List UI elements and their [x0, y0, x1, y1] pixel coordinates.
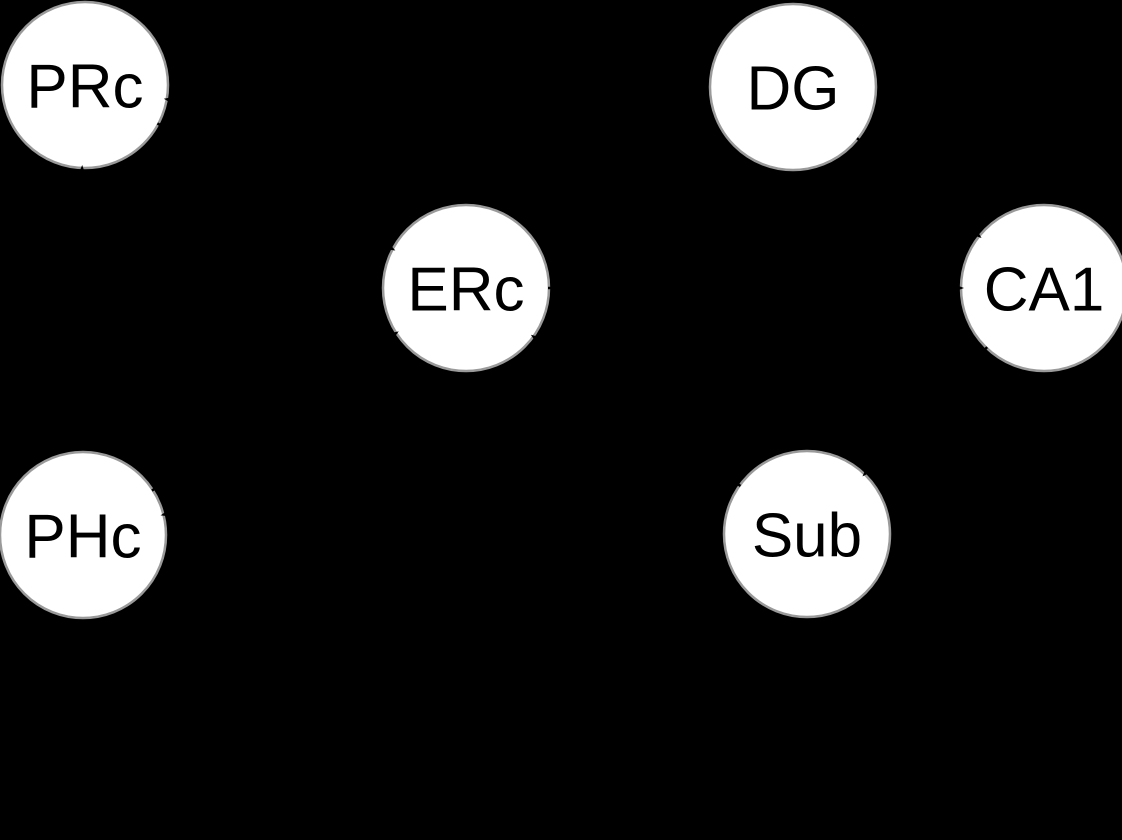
- edge-Sub-ERc: [530, 334, 742, 488]
- edge-ERc-PRc: [163, 96, 384, 267]
- edge-line-PHc-ERc: [151, 336, 390, 492]
- edge-arrowhead-CA1-Sub: [862, 464, 875, 477]
- node-Sub: Sub: [722, 449, 892, 619]
- node-ERc: ERc: [381, 203, 551, 373]
- node-label-ERc: ERc: [407, 255, 524, 324]
- node-circle-PRc: [0, 0, 170, 170]
- edge-line-CA1-Sub: [869, 346, 989, 469]
- edge-arrowhead-DG-CA1: [969, 226, 982, 238]
- node-PHc: PHc: [0, 450, 168, 620]
- edge-line-ERc-PHc: [171, 309, 384, 514]
- edge-ERc-CA1: [548, 283, 964, 293]
- edge-CA1-Sub: [862, 346, 989, 477]
- edge-line-ERc-DG: [538, 137, 710, 245]
- node-label-CA1: CA1: [984, 255, 1105, 324]
- node-label-PRc: PRc: [26, 52, 143, 121]
- edge-PHc-PRc: [77, 164, 87, 450]
- node-label-Sub: Sub: [752, 501, 862, 570]
- node-circle-DG: [708, 2, 878, 172]
- edge-arrowhead-Sub-ERc: [530, 334, 544, 346]
- node-circle-Sub: [722, 449, 892, 619]
- edge-DG-CA1: [856, 137, 982, 238]
- edge-PHc-ERc: [151, 331, 399, 492]
- node-PRc: PRc: [0, 0, 170, 170]
- edge-arrowhead-PRc-ERc: [382, 240, 396, 251]
- edge-line-PHc-PRc: [80, 176, 85, 450]
- node-circle-PHc: [0, 450, 168, 620]
- edge-arrowhead-ERc-PRc: [163, 96, 177, 106]
- edge-arrowhead-ERc-DG: [706, 132, 719, 143]
- node-CA1: CA1: [959, 203, 1122, 373]
- edge-arrowhead-PHc-ERc: [386, 331, 399, 342]
- edge-PRc-ERc: [156, 122, 396, 251]
- edge-line-ERc-PRc: [174, 99, 384, 267]
- edge-line-Sub-ERc: [539, 340, 742, 488]
- edge-ERc-PHc: [160, 309, 384, 517]
- edge-line-DG-CA1: [856, 137, 973, 232]
- edge-ERc-DG: [538, 132, 719, 245]
- node-label-PHc: PHc: [24, 502, 141, 571]
- edge-line-PRc-ERc: [156, 122, 386, 246]
- edge-arrowhead-ERc-CA1: [952, 283, 964, 293]
- edge-arrowhead-ERc-PHc: [160, 508, 174, 517]
- node-DG: DG: [708, 2, 878, 172]
- node-label-DG: DG: [747, 54, 840, 123]
- edge-arrowhead-PHc-PRc: [77, 164, 87, 178]
